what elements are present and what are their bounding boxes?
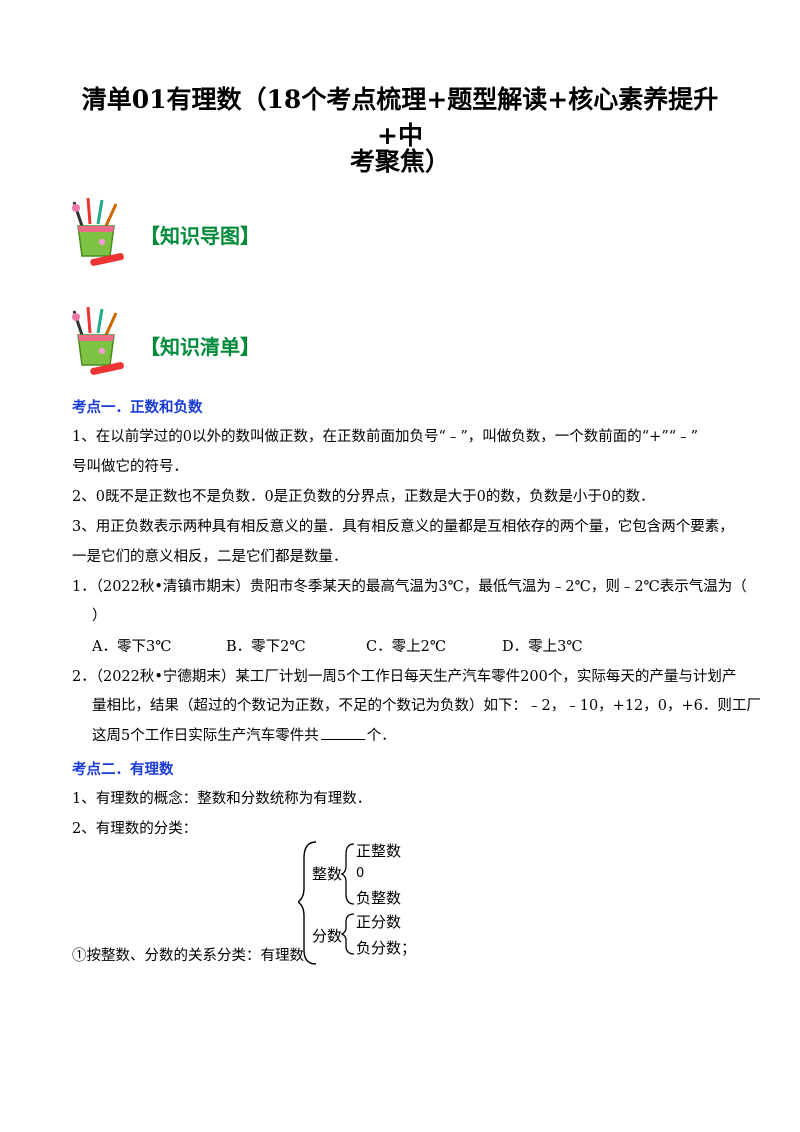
question1-line2: ） bbox=[92, 608, 107, 624]
question1-option-a: A．零下3℃ bbox=[92, 639, 172, 655]
question2-line2: 量相比，结果（超过的个数记为正数，不足的个数记为负数）如下：﹣2，﹣10，+12… bbox=[92, 698, 761, 714]
pencil-cup-icon bbox=[72, 306, 124, 375]
kp1-para1-line1: 1、在以前学过的0以外的数叫做正数，在正数前面加负号“﹣”，叫做负数，一个数前面… bbox=[72, 429, 699, 445]
kp1-para2: 2、0既不是正数也不是负数．0是正负数的分界点，正数是大于0的数，负数是小于0的… bbox=[72, 489, 655, 505]
kp2-para2: 2、有理数的分类： bbox=[72, 821, 198, 837]
question1-option-b: B．零下2℃ bbox=[226, 639, 306, 655]
tree-positive-fraction: 正分数 bbox=[356, 913, 402, 931]
section-heading-checklist: 【知识清单】 bbox=[140, 335, 260, 359]
classification-prefix: ①按整数、分数的关系分类：有理数 bbox=[72, 948, 304, 964]
kp2-para1: 1、有理数的概念：整数和分数统称为有理数． bbox=[72, 791, 372, 807]
question2-line1: 2．（2022秋•宁德期末）某工厂计划一周5个工作日每天生产汽车零件200个，实… bbox=[72, 669, 737, 685]
kp1-para1-line2: 号叫做它的符号． bbox=[72, 459, 188, 475]
tree-zero: 0 bbox=[356, 866, 365, 881]
kp1-para3-line2: 一是它们的意义相反，二是它们都是数量． bbox=[72, 549, 348, 565]
answer-blank bbox=[320, 727, 365, 740]
pencil-cup-icon bbox=[72, 197, 124, 266]
document-title-line1: 清单01有理数（18个考点梳理+题型解读+核心素养提升+中 bbox=[81, 85, 719, 150]
tree-integer: 整数 bbox=[312, 865, 343, 883]
kp1-para3-line1: 3、用正负数表示两种具有相反意义的量．具有相反意义的量都是互相依存的两个量，它包… bbox=[72, 519, 734, 535]
question2-line3-text: 这周5个工作日实际生产汽车零件共 bbox=[92, 728, 319, 744]
section-heading-mindmap: 【知识导图】 bbox=[140, 224, 260, 248]
tree-fraction: 分数 bbox=[312, 927, 343, 945]
question2-line3: 这周5个工作日实际生产汽车零件共 个． bbox=[92, 724, 396, 745]
question1-option-c: C．零上2℃ bbox=[366, 639, 447, 655]
document-title-line2: 考聚焦） bbox=[349, 147, 450, 176]
tree-positive-integer: 正整数 bbox=[356, 842, 402, 860]
classification-brace bbox=[298, 841, 355, 965]
tree-negative-fraction: 负分数； bbox=[356, 939, 417, 957]
question2-line3-suffix: 个． bbox=[366, 728, 396, 744]
question1-option-d: D．零上3℃ bbox=[502, 639, 583, 655]
kp1-heading: 考点一．正数和负数 bbox=[72, 400, 203, 416]
kp2-heading: 考点二．有理数 bbox=[72, 762, 174, 778]
tree-negative-integer: 负整数 bbox=[356, 889, 402, 907]
question1-line1: 1．（2022秋•清镇市期末）贵阳市冬季某天的最高气温为3℃，最低气温为﹣2℃，… bbox=[72, 579, 747, 595]
